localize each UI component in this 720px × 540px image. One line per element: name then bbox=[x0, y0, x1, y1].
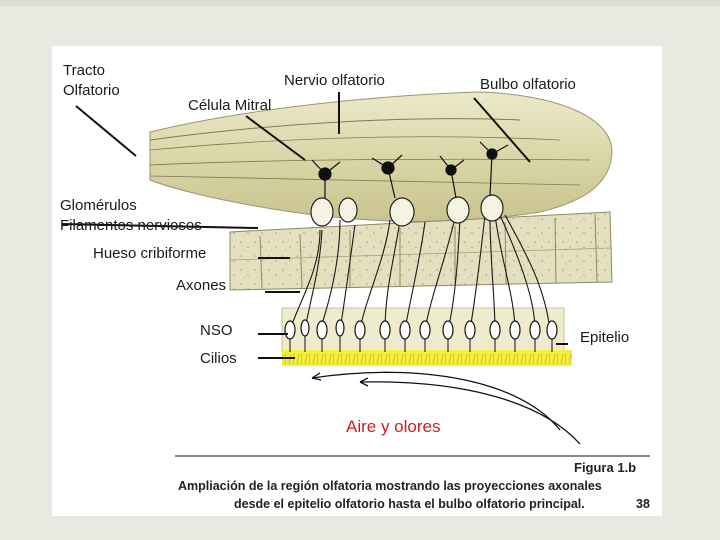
label-hueso-cribiforme: Hueso cribiforme bbox=[93, 245, 206, 262]
label-aire-y-olores: Aire y olores bbox=[346, 417, 440, 436]
label-axones: Axones bbox=[176, 277, 226, 294]
label-filamentos-nerviosos: Filamentos nerviosos bbox=[60, 217, 202, 234]
caption-line2: desde el epitelio olfatorio hasta el bul… bbox=[234, 497, 585, 511]
caption-line1: Ampliación de la región olfatoria mostra… bbox=[178, 479, 602, 493]
label-glomerulos: Glomérulos bbox=[60, 197, 137, 214]
caption-reference: 38 bbox=[636, 497, 650, 511]
caption-figure-number: Figura 1.b bbox=[574, 460, 636, 475]
air-flow-arrows bbox=[311, 371, 581, 445]
slide-top-border bbox=[0, 0, 720, 6]
neuron-dendrites bbox=[289, 336, 553, 352]
label-nso: NSO bbox=[200, 322, 233, 339]
mitral-cells bbox=[311, 141, 509, 199]
glomeruli bbox=[310, 194, 504, 227]
label-epitelio: Epitelio bbox=[580, 329, 629, 346]
label-tracto-line1: Tracto bbox=[63, 62, 105, 79]
label-nervio-olfatorio: Nervio olfatorio bbox=[284, 72, 385, 89]
label-bulbo-olfatorio: Bulbo olfatorio bbox=[480, 76, 576, 93]
axon-lines bbox=[289, 214, 551, 331]
label-tracto-line2: Olfatorio bbox=[63, 82, 120, 99]
label-cilios: Cilios bbox=[200, 350, 237, 367]
label-celula-mitral: Célula Mitral bbox=[188, 97, 271, 114]
cribriform-bone bbox=[229, 211, 613, 291]
leader-lines bbox=[61, 92, 568, 359]
